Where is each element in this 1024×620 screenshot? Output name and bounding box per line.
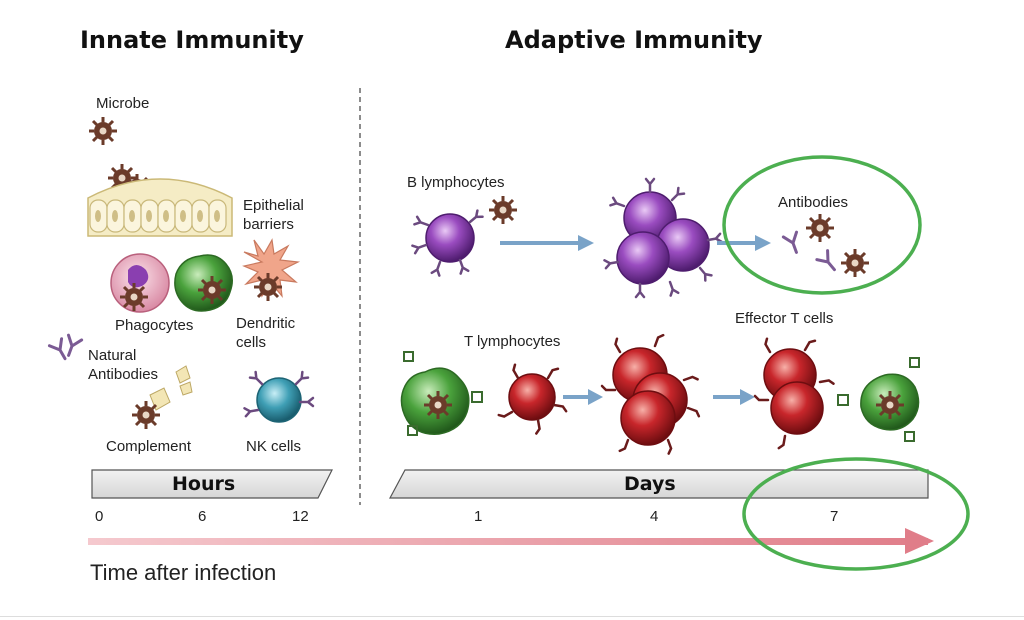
innate-immunity-heading: Innate Immunity	[80, 26, 304, 54]
arrow	[717, 235, 771, 251]
effector-t-cells-label: Effector T cells	[735, 310, 834, 327]
days-label: Days	[624, 473, 676, 495]
phagocytes-label: Phagocytes	[115, 317, 194, 334]
arrow	[500, 235, 594, 251]
b-lymphocytes-label: B lymphocytes	[407, 174, 505, 191]
time-arrow	[88, 528, 934, 554]
antibodies-icon	[781, 212, 871, 279]
microbe-label: Microbe	[96, 95, 150, 112]
antigen-presenting-cell-icon	[400, 351, 483, 436]
nk-cell-icon	[243, 370, 315, 423]
nk-cells-label: NK cells	[246, 438, 302, 455]
tick-label: 0	[95, 508, 104, 525]
antibodies-highlight-circle	[722, 155, 922, 295]
natural-antibodies-label: Natural Antibodies	[88, 347, 159, 383]
neutrophil-icon	[110, 253, 170, 313]
tick-label: 6	[198, 508, 207, 525]
t-cell-clone-icon	[600, 332, 702, 455]
tick-label: 12	[292, 508, 309, 525]
microbe-icon	[87, 115, 119, 147]
t-lymphocyte-icon	[497, 363, 569, 435]
tick-label: 7	[830, 508, 839, 525]
epithelial-barriers-label: Epithelial barriers	[243, 197, 304, 233]
antibodies-label: Antibodies	[778, 194, 849, 211]
natural-antibody-icon	[47, 333, 84, 364]
tick-label: 1	[474, 508, 483, 525]
epithelial-barrier-icon	[87, 178, 233, 237]
b-lymphocyte-icon	[411, 209, 484, 277]
t-lymphocytes-label: T lymphocytes	[464, 333, 561, 350]
microbe-icon	[487, 194, 519, 226]
complement-label: Complement	[106, 438, 192, 455]
b-cell-clone-icon	[603, 177, 723, 299]
infected-cell-icon	[837, 357, 920, 442]
arrow	[713, 389, 755, 405]
divider	[0, 616, 1024, 617]
time-after-infection-label: Time after infection	[90, 560, 277, 585]
complement-icon	[130, 365, 193, 431]
dendritic-cells-label: Dendritic cells	[236, 315, 296, 351]
days-band	[388, 469, 929, 499]
dendritic-cell-icon	[242, 238, 301, 303]
effector-t-cells-icon	[753, 337, 835, 451]
arrow	[563, 389, 603, 405]
day7-highlight-circle	[742, 457, 970, 571]
tick-label: 4	[650, 508, 659, 525]
hours-label: Hours	[172, 473, 236, 495]
adaptive-immunity-heading: Adaptive Immunity	[505, 26, 763, 54]
hours-band	[91, 469, 333, 499]
macrophage-icon	[174, 254, 233, 312]
